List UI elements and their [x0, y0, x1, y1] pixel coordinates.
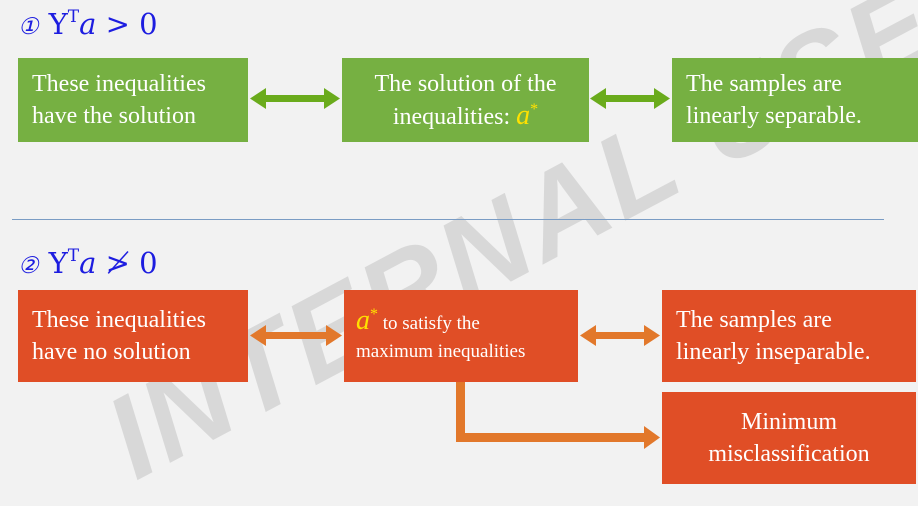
box-has-solution: These inequalities have the solution [18, 58, 248, 142]
box-no-solution: These inequalities have no solution [18, 290, 248, 382]
relation: ≯ 0 [96, 246, 158, 280]
a-symbol: a [79, 7, 97, 41]
a-star-symbol: a* [516, 99, 539, 131]
box-line: inequalities: [392, 103, 517, 130]
box-line: have no solution [32, 339, 191, 365]
box-minimum-misclassification: Minimum misclassification [662, 392, 916, 484]
box-linearly-separable: The samples are linearly separable. [672, 58, 918, 142]
box-solution-astar: The solution of the inequalities: a* [342, 58, 589, 142]
box-line: misclassification [708, 441, 870, 467]
box-line: The samples are [676, 307, 832, 333]
box-line: maximum inequalities [356, 340, 526, 362]
box-line: These inequalities [32, 307, 206, 333]
marker-1: ① [18, 14, 39, 39]
box-line: linearly inseparable. [676, 339, 871, 365]
connector-arrows [250, 88, 670, 449]
transpose-symbol: T [67, 7, 80, 27]
box-line: to satisfy the [378, 312, 480, 334]
y-symbol: Y [48, 7, 68, 41]
transpose-symbol: T [67, 246, 80, 266]
section-divider [12, 219, 884, 220]
double-arrow-2a [250, 325, 342, 346]
box-line: Minimum [740, 409, 837, 435]
double-arrow-2b [580, 325, 660, 346]
y-symbol: Y [48, 246, 68, 280]
a-star-symbol: a* [356, 304, 378, 336]
box-line: These inequalities [32, 71, 206, 97]
relation: > 0 [96, 7, 158, 41]
box-astar-maximum: a* to satisfy the maximum inequalities [344, 290, 578, 382]
elbow-arrow [456, 382, 660, 449]
a-symbol: a [79, 246, 97, 280]
box-line: The solution of the [374, 70, 557, 97]
box-linearly-inseparable: The samples are linearly inseparable. [662, 290, 916, 382]
double-arrow-1a [250, 88, 340, 109]
box-line: linearly separable. [686, 103, 862, 129]
box-line: The samples are [686, 71, 842, 97]
marker-2: ② [18, 253, 39, 278]
box-line: have the solution [32, 103, 196, 129]
double-arrow-1b [590, 88, 670, 109]
